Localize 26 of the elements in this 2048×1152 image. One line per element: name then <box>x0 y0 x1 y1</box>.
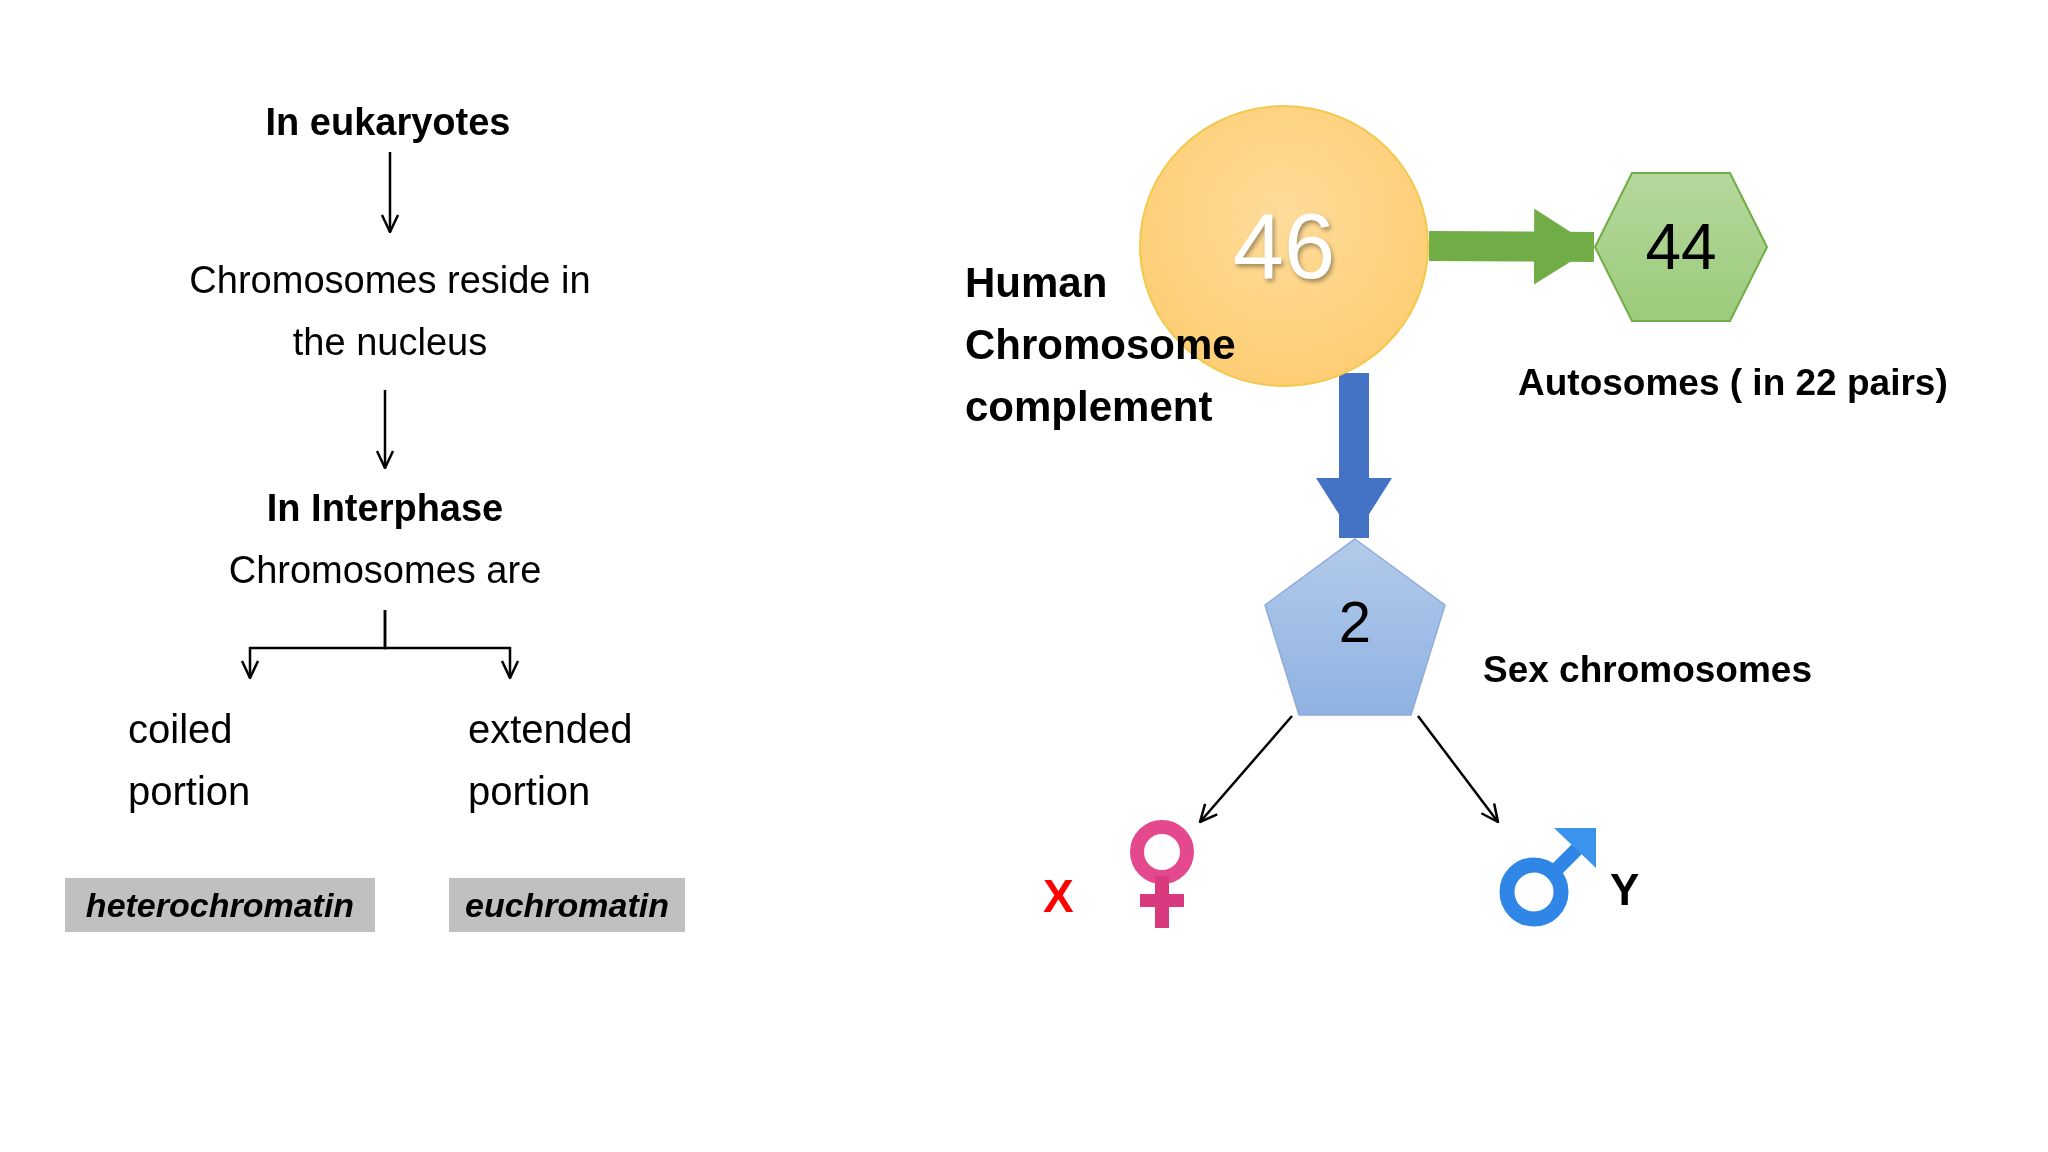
body-text: Chromosomes are <box>228 548 542 593</box>
arrow <box>375 390 395 470</box>
number-label: 46 <box>1232 196 1336 296</box>
number-label: 2 <box>1338 590 1372 654</box>
hexagon-shape <box>1594 172 1768 322</box>
block-arrow <box>1316 373 1392 538</box>
number-label: 44 <box>1645 212 1717 282</box>
arrow <box>1198 715 1293 824</box>
chromosome-letter: Y <box>1610 864 1641 916</box>
heading-text: In Interphase <box>266 486 504 531</box>
body-text: extended portion <box>468 706 634 815</box>
caption-text: Autosomes ( in 22 pairs) <box>1518 361 1948 405</box>
highlighted-term: euchromatin <box>464 885 669 926</box>
highlight-box <box>449 878 685 932</box>
arrow <box>383 610 520 680</box>
arrow <box>1417 715 1500 824</box>
highlight-box <box>65 878 375 932</box>
block-arrow <box>1428 208 1595 285</box>
chromosome-letter: X <box>1043 869 1075 924</box>
arrow <box>380 152 400 234</box>
caption-text: Sex chromosomes <box>1483 648 1813 692</box>
body-text: coiled portion <box>128 706 252 815</box>
highlighted-term: heterochromatin <box>85 885 355 926</box>
pentagon-shape <box>1264 538 1446 716</box>
heading-text: In eukaryotes <box>265 100 511 145</box>
body-text: Chromosomes reside in the nucleus <box>188 258 592 365</box>
